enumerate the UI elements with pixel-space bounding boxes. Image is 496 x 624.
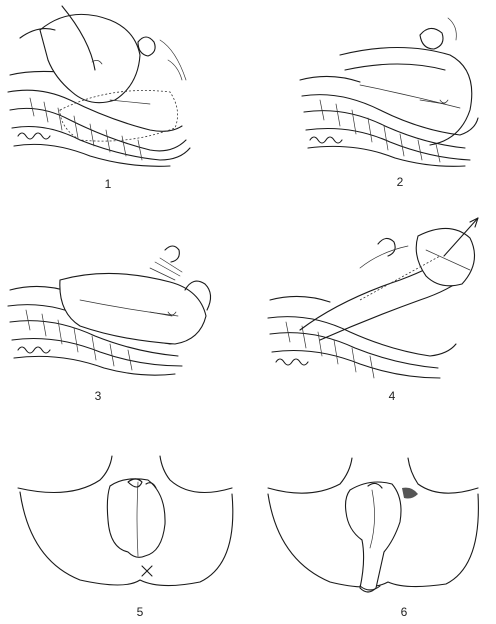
panel-label-6: 6: [401, 605, 408, 619]
panel-label-3: 3: [95, 389, 102, 403]
panel-label-4: 4: [389, 389, 396, 403]
panel-4-drawing: [268, 218, 478, 378]
panel-label-1: 1: [105, 177, 112, 191]
panel-label-5: 5: [137, 605, 144, 619]
panel-3-drawing: [8, 246, 211, 375]
panel-6-drawing: [268, 458, 478, 592]
panel-5-drawing: [18, 456, 233, 586]
panel-label-2: 2: [397, 175, 404, 189]
panel-2-drawing: [300, 18, 478, 166]
panel-1-drawing: [8, 6, 190, 166]
